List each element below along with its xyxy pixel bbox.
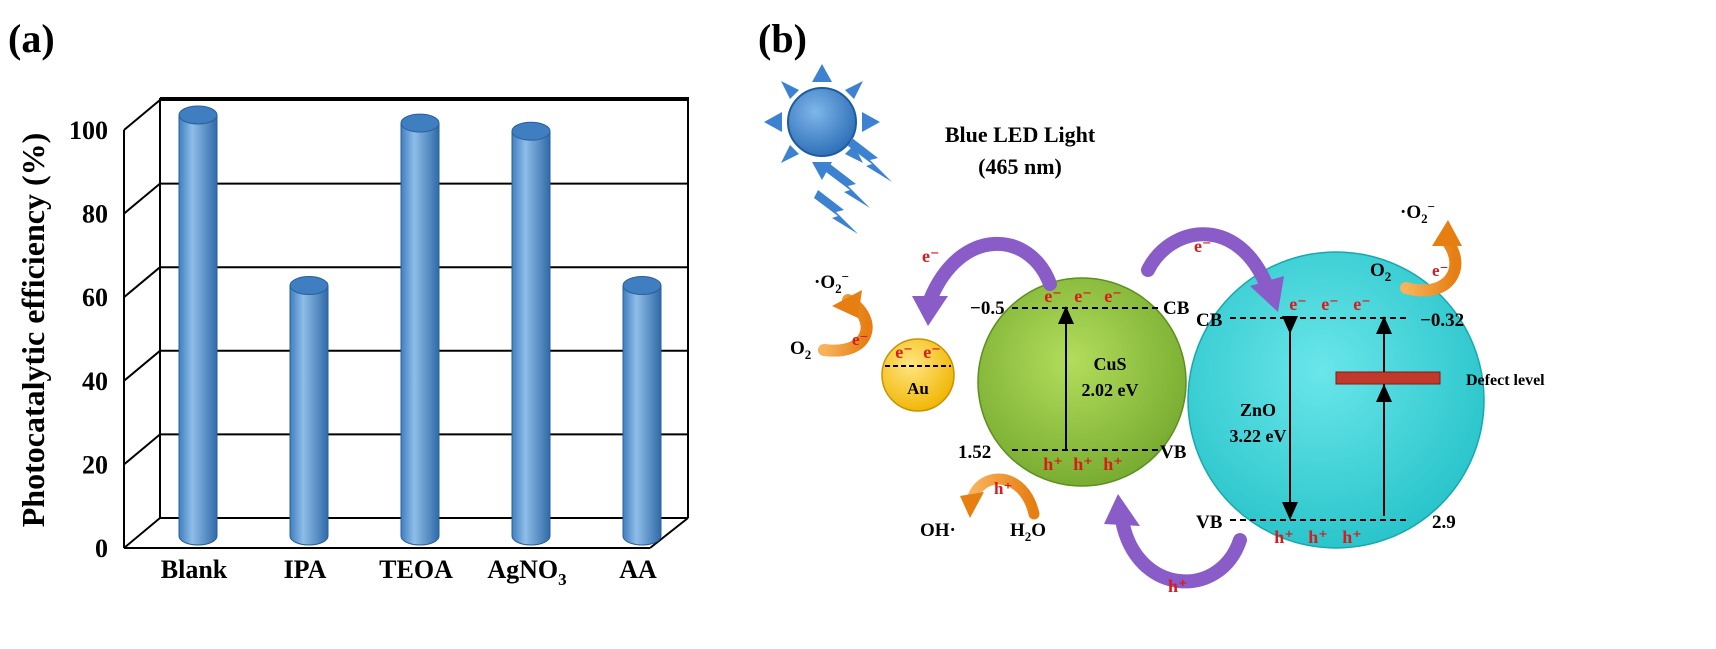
bar-body	[511, 130, 551, 546]
left-oxygen-reactant: O2	[790, 338, 811, 362]
zno-hole: h⁺	[1308, 527, 1328, 547]
y-tick-label: 80	[82, 200, 108, 229]
y-tick-labels: 0 20 40 60 80 100	[69, 116, 108, 563]
water-carrier: h⁺	[994, 479, 1012, 498]
zno-hole: h⁺	[1342, 527, 1362, 547]
panel-a-label: (a)	[8, 16, 55, 61]
bar-top	[400, 113, 440, 133]
grid-side-line	[123, 350, 161, 382]
bar-body	[400, 122, 440, 546]
cus-electron: e⁻	[1104, 286, 1122, 306]
y-tick-label: 0	[95, 534, 108, 563]
cus-electron: e⁻	[1074, 286, 1092, 306]
light-source-label: Blue LED Light	[945, 122, 1096, 147]
au-electron: e⁻	[895, 342, 913, 362]
bar-top	[178, 105, 218, 125]
bar-chart: 0 20 40 60 80 100 Blank IPA TEOA AgNO3 AA Photoca…	[15, 97, 689, 589]
zno-hole: h⁺	[1274, 527, 1294, 547]
grid-side-line	[123, 99, 161, 131]
cus-cb-label: CB	[1163, 298, 1190, 319]
right-oxygen-reactant: O2	[1370, 260, 1391, 284]
water-reactant: H2O	[1010, 520, 1046, 544]
au-label: Au	[907, 379, 929, 398]
sun-icon	[764, 64, 880, 180]
reaction-arrow-left-oxygen	[818, 290, 873, 357]
light-ray-icon	[814, 138, 892, 234]
zno-particle: e⁻ e⁻ e⁻ h⁺ h⁺ h⁺ ZnO 3.22 eV	[1187, 251, 1485, 549]
zno-vb-label: VB	[1196, 512, 1223, 533]
zno-electron: e⁻	[1289, 294, 1307, 314]
grid-side-line	[123, 182, 161, 215]
defect-level-label: Defect level	[1466, 372, 1545, 389]
right-oxygen-carrier: e⁻	[1432, 261, 1449, 280]
cus-vb-label: VB	[1160, 442, 1187, 463]
x-tick-label: TEOA	[379, 555, 453, 584]
y-tick-label: 40	[82, 367, 108, 396]
floor-edge-right	[649, 517, 689, 549]
bar-top	[289, 276, 329, 296]
y-tick-label: 20	[82, 450, 108, 479]
floor-edge	[123, 517, 161, 549]
electron-transfer-arrow-left	[912, 236, 1057, 326]
zno-electron: e⁻	[1353, 294, 1371, 314]
electron-transfer-arrow-right	[1141, 227, 1284, 312]
bar-top	[622, 276, 662, 296]
grid-side-line	[123, 266, 161, 298]
cus-hole: h⁺	[1073, 454, 1093, 474]
zno-vb-value: 2.9	[1432, 512, 1456, 533]
defect-level-bar	[1335, 371, 1441, 385]
au-particle: e⁻ e⁻ Au	[881, 338, 955, 412]
left-oxygen-product: ·O2−	[814, 269, 849, 296]
y-tick-label: 100	[69, 116, 108, 145]
y-axis-title: Photocatalytic efficiency (%)	[15, 133, 51, 528]
bar	[400, 113, 440, 546]
bar-body	[178, 114, 218, 546]
x-tick-label: IPA	[284, 555, 327, 584]
bar	[289, 276, 329, 546]
chart-back-frame	[160, 97, 689, 518]
cus-hole: h⁺	[1103, 454, 1123, 474]
left-oxygen-carrier: e⁻	[852, 330, 869, 349]
transfer-electron-left: e⁻	[922, 246, 940, 266]
zno-bandgap: 3.22 eV	[1230, 426, 1287, 446]
bar	[178, 105, 218, 546]
transfer-hole: h⁺	[1168, 576, 1188, 596]
reaction-arrow-right-oxygen	[1400, 220, 1462, 297]
cus-particle: e⁻ e⁻ e⁻ h⁺ h⁺ h⁺ CuS 2.02 eV	[977, 277, 1187, 487]
cus-hole: h⁺	[1043, 454, 1063, 474]
reaction-arrow-water	[960, 473, 1040, 520]
y-tick-label: 60	[82, 283, 108, 312]
water-product: OH·	[920, 520, 956, 541]
au-electron: e⁻	[923, 342, 941, 362]
bar-top	[511, 121, 551, 141]
x-tick-label: Blank	[161, 555, 228, 584]
cus-label: CuS	[1093, 354, 1126, 374]
right-oxygen-product: ·O2−	[1400, 199, 1435, 226]
cus-electron: e⁻	[1044, 286, 1062, 306]
bar-body	[622, 285, 662, 546]
zno-cb-value: −0.32	[1420, 310, 1464, 331]
x-tick-label: AgNO3	[487, 555, 566, 589]
panel-b-label: (b)	[758, 16, 807, 61]
transfer-electron-right: e⁻	[1194, 236, 1212, 256]
x-tick-label: AA	[619, 555, 657, 584]
grid-side-line	[123, 433, 161, 466]
cus-cb-value: −0.5	[970, 298, 1005, 319]
zno-cb-label: CB	[1196, 310, 1223, 331]
hole-transfer-arrow	[1104, 494, 1247, 589]
bar	[622, 276, 662, 546]
bar	[511, 121, 551, 546]
cus-vb-value: 1.52	[958, 442, 991, 463]
cus-bandgap: 2.02 eV	[1082, 380, 1139, 400]
bar-body	[289, 285, 329, 546]
x-tick-labels: Blank IPA TEOA AgNO3 AA	[161, 555, 657, 589]
light-wavelength-label: (465 nm)	[978, 154, 1062, 179]
zno-electron: e⁻	[1321, 294, 1339, 314]
bars	[178, 105, 662, 546]
zno-label: ZnO	[1240, 400, 1276, 420]
